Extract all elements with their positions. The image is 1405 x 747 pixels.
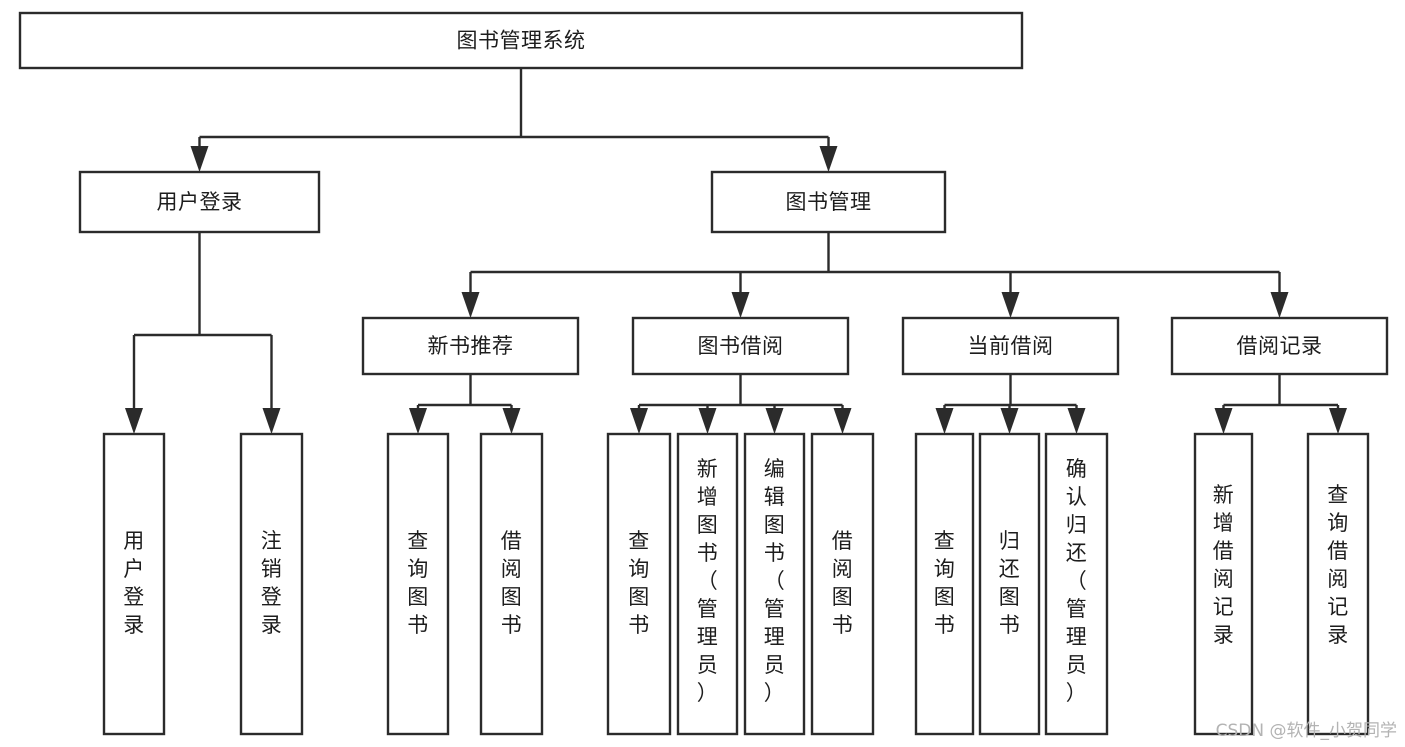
connector-group xyxy=(190,68,838,172)
node-leaf-add-record[interactable]: 新增借阅记录 xyxy=(1193,432,1254,736)
node-label: 图书管理 xyxy=(786,190,872,214)
node-box[interactable] xyxy=(810,432,875,736)
arrow-head-icon xyxy=(190,146,209,172)
csdn-watermark: CSDN @软件_小贺同学 xyxy=(1215,721,1397,741)
node-label: 查询图书 xyxy=(934,529,956,637)
arrow-head-icon xyxy=(1001,292,1020,318)
node-layer: 图书管理系统用户登录图书管理新书推荐图书借阅当前借阅借阅记录用户登录注销登录查询… xyxy=(18,11,1389,736)
node-label: 确认归还（管理员） xyxy=(1066,457,1088,705)
node-box[interactable] xyxy=(239,432,304,736)
node-label: 查询图书 xyxy=(628,529,650,637)
arrow-head-icon xyxy=(935,408,954,434)
arrow-head-icon xyxy=(1000,408,1019,434)
node-new-book-rec[interactable]: 新书推荐 xyxy=(361,316,580,376)
node-leaf-borrow-book-2[interactable]: 借阅图书 xyxy=(810,432,875,736)
node-label: 借阅图书 xyxy=(501,529,523,637)
node-box[interactable] xyxy=(1044,432,1109,736)
node-label: 新增借阅记录 xyxy=(1213,483,1235,647)
node-label: 注销登录 xyxy=(261,529,283,637)
arrow-head-icon xyxy=(262,408,281,434)
node-box[interactable] xyxy=(479,432,544,736)
arrow-head-icon xyxy=(502,408,521,434)
arrow-head-icon xyxy=(731,292,750,318)
node-leaf-add-book[interactable]: 新增图书（管理员） xyxy=(676,432,739,736)
arrow-head-icon xyxy=(819,146,838,172)
node-leaf-query-book-3[interactable]: 查询图书 xyxy=(914,432,975,736)
node-box[interactable] xyxy=(386,432,450,736)
node-label: 编辑图书（管理员） xyxy=(764,457,786,705)
connector-group xyxy=(409,374,521,434)
node-box[interactable] xyxy=(901,316,1120,376)
arrow-head-icon xyxy=(1270,292,1289,318)
node-box[interactable] xyxy=(361,316,580,376)
connector-group xyxy=(461,232,1289,318)
connector-group xyxy=(630,374,852,434)
node-box[interactable] xyxy=(606,432,672,736)
node-root[interactable]: 图书管理系统 xyxy=(18,11,1024,70)
node-label: 用户登录 xyxy=(123,529,145,637)
node-box[interactable] xyxy=(18,11,1024,70)
arrow-head-icon xyxy=(765,408,784,434)
node-box[interactable] xyxy=(978,432,1041,736)
arrow-head-icon xyxy=(461,292,480,318)
node-book-borrow[interactable]: 图书借阅 xyxy=(631,316,850,376)
arrow-head-icon xyxy=(1214,408,1233,434)
node-label: 图书借阅 xyxy=(698,334,784,358)
node-leaf-confirm-return[interactable]: 确认归还（管理员） xyxy=(1044,432,1109,736)
node-box[interactable] xyxy=(1193,432,1254,736)
node-label: 新书推荐 xyxy=(428,334,514,358)
node-label: 图书管理系统 xyxy=(457,29,586,53)
node-box[interactable] xyxy=(1306,432,1370,736)
arrow-head-icon xyxy=(698,408,717,434)
node-leaf-return-book[interactable]: 归还图书 xyxy=(978,432,1041,736)
node-label: 新增图书（管理员） xyxy=(697,457,719,705)
node-leaf-borrow-book-rec[interactable]: 借阅图书 xyxy=(479,432,544,736)
node-leaf-query-record[interactable]: 查询借阅记录 xyxy=(1306,432,1370,736)
connector-group xyxy=(1214,374,1347,434)
node-leaf-query-book-2[interactable]: 查询图书 xyxy=(606,432,672,736)
node-label: 借阅记录 xyxy=(1237,334,1323,358)
node-box[interactable] xyxy=(914,432,975,736)
node-label: 借阅图书 xyxy=(832,529,854,637)
node-label: 当前借阅 xyxy=(968,334,1054,358)
node-box[interactable] xyxy=(1170,316,1389,376)
node-leaf-query-book-rec[interactable]: 查询图书 xyxy=(386,432,450,736)
node-label: 用户登录 xyxy=(157,190,243,214)
node-box[interactable] xyxy=(78,170,321,234)
node-book-manage[interactable]: 图书管理 xyxy=(710,170,947,234)
node-leaf-logout[interactable]: 注销登录 xyxy=(239,432,304,736)
node-label: 归还图书 xyxy=(999,529,1021,637)
connector-group xyxy=(935,374,1086,434)
node-label: 查询借阅记录 xyxy=(1327,483,1349,647)
connector-group xyxy=(125,232,281,434)
arrow-head-icon xyxy=(1329,408,1347,434)
node-user-login[interactable]: 用户登录 xyxy=(78,170,321,234)
node-label: 查询图书 xyxy=(407,529,429,637)
arrow-head-icon xyxy=(1067,408,1086,434)
arrow-head-icon xyxy=(630,408,648,434)
node-box[interactable] xyxy=(631,316,850,376)
node-leaf-user-login[interactable]: 用户登录 xyxy=(102,432,166,736)
connector-layer xyxy=(125,68,1347,434)
node-box[interactable] xyxy=(102,432,166,736)
node-box[interactable] xyxy=(743,432,806,736)
node-leaf-edit-book[interactable]: 编辑图书（管理员） xyxy=(743,432,806,736)
node-borrow-record[interactable]: 借阅记录 xyxy=(1170,316,1389,376)
arrow-head-icon xyxy=(409,408,427,434)
node-box[interactable] xyxy=(710,170,947,234)
arrow-head-icon xyxy=(833,408,852,434)
node-box[interactable] xyxy=(676,432,739,736)
node-current-borrow[interactable]: 当前借阅 xyxy=(901,316,1120,376)
arrow-head-icon xyxy=(125,408,143,434)
